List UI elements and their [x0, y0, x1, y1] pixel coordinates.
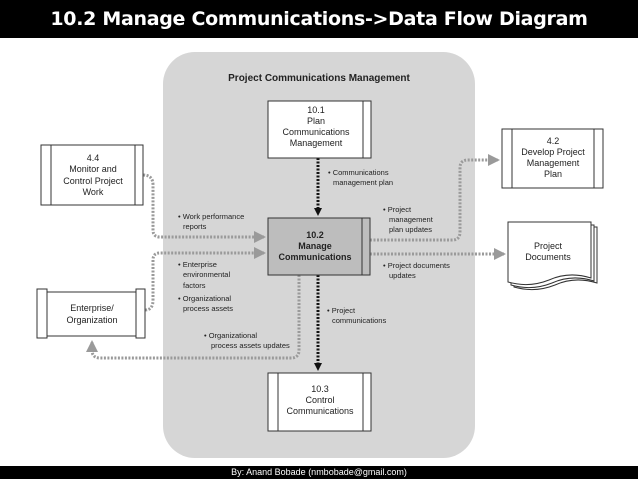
- label-opa-updates: • Organizational: [204, 331, 257, 340]
- label-comm-plan: • Communications: [328, 168, 389, 177]
- svg-text:10.1: 10.1: [307, 105, 325, 115]
- svg-text:factors: factors: [183, 281, 206, 290]
- node-enterprise-organization[interactable]: Enterprise/ Organization: [36, 288, 146, 339]
- svg-text:10.2: 10.2: [306, 230, 324, 240]
- svg-text:Manage: Manage: [298, 241, 332, 251]
- svg-text:Management: Management: [290, 138, 343, 148]
- label-pmp-updates: • Project: [383, 205, 412, 214]
- svg-text:Management: Management: [527, 158, 580, 168]
- node-manage-communications[interactable]: 10.2 Manage Communications: [267, 217, 371, 276]
- svg-text:Control Project: Control Project: [63, 176, 123, 186]
- label-work-performance: • Work performance: [178, 212, 244, 221]
- svg-text:Project: Project: [534, 241, 563, 251]
- svg-text:management plan: management plan: [333, 178, 393, 187]
- label-project-comms: • Project: [327, 306, 356, 315]
- flow-manage-to-enterprise: [86, 275, 301, 360]
- label-opa: • Organizational: [178, 294, 231, 303]
- svg-text:Plan: Plan: [544, 169, 562, 179]
- flow-monitor-to-manage: [142, 173, 266, 243]
- node-project-documents[interactable]: Project Documents: [507, 221, 598, 291]
- node-develop-pm-plan[interactable]: 4.2 Develop Project Management Plan: [501, 128, 604, 189]
- node-plan-communications[interactable]: 10.1 Plan Communications Management: [267, 100, 372, 159]
- svg-text:Plan: Plan: [307, 116, 325, 126]
- svg-text:Communications: Communications: [278, 252, 351, 262]
- svg-text:Monitor and: Monitor and: [69, 164, 117, 174]
- svg-text:4.2: 4.2: [547, 136, 560, 146]
- svg-text:Communications: Communications: [282, 127, 350, 137]
- node-control-communications[interactable]: 10.3 Control Communications: [267, 372, 372, 432]
- label-doc-updates: • Project documents: [383, 261, 450, 270]
- svg-text:4.4: 4.4: [87, 153, 100, 163]
- slide-title: 10.2 Manage Communications->Data Flow Di…: [0, 0, 638, 38]
- flow-manage-to-develop: [370, 154, 500, 242]
- panel-title: Project Communications Management: [228, 73, 410, 84]
- svg-text:10.3: 10.3: [311, 384, 329, 394]
- svg-text:Control: Control: [305, 395, 334, 405]
- svg-text:updates: updates: [389, 271, 416, 280]
- node-monitor-control-work[interactable]: 4.4 Monitor and Control Project Work: [40, 144, 144, 206]
- svg-text:environmental: environmental: [183, 270, 230, 279]
- svg-text:Develop Project: Develop Project: [521, 147, 585, 157]
- svg-text:management: management: [389, 215, 434, 224]
- svg-text:Documents: Documents: [525, 252, 571, 262]
- label-eef: • Enterprise: [178, 260, 217, 269]
- svg-text:plan updates: plan updates: [389, 225, 432, 234]
- svg-text:Organization: Organization: [66, 315, 117, 325]
- svg-text:process assets updates: process assets updates: [211, 341, 290, 350]
- slide-footer: By: Anand Bobade (nmbobade@gmail.com): [0, 466, 638, 479]
- flow-enterprise-to-manage: [144, 247, 266, 312]
- svg-text:reports: reports: [183, 222, 207, 231]
- svg-text:communications: communications: [332, 316, 386, 325]
- svg-text:Communications: Communications: [286, 406, 354, 416]
- svg-text:Work: Work: [83, 187, 104, 197]
- svg-text:Enterprise/: Enterprise/: [70, 303, 114, 313]
- svg-text:process assets: process assets: [183, 304, 233, 313]
